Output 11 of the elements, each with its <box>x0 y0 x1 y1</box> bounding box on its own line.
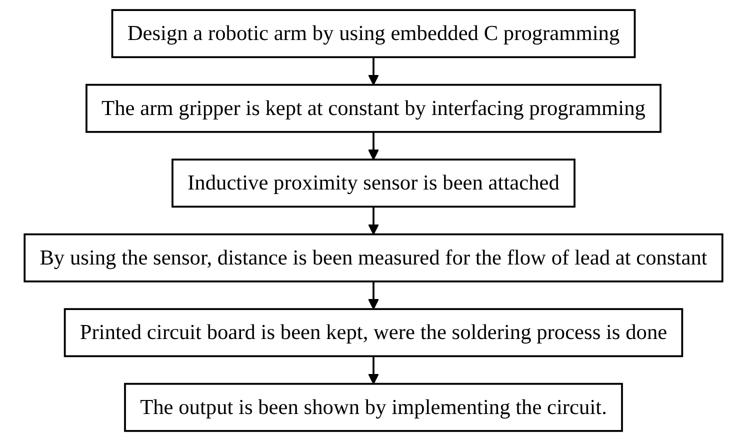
arrow <box>368 281 380 310</box>
arrow <box>368 57 380 86</box>
arrow <box>368 132 380 160</box>
arrow <box>368 206 380 235</box>
node-box: Inductive proximity sensor is been attached <box>172 158 576 208</box>
node-box: The arm gripper is kept at constant by interfacing programming <box>86 84 662 133</box>
node-box: By using the sensor, distance is been measured for the flow of lead at constant <box>24 233 724 282</box>
arrow <box>368 356 380 384</box>
node-box: The output is been shown by implementing the circuit. <box>124 382 623 432</box>
node-box: Design a robotic arm by using embedded C programming <box>111 9 636 58</box>
node-box: Printed circuit board is been kept, were the soldering process is done <box>64 308 684 358</box>
